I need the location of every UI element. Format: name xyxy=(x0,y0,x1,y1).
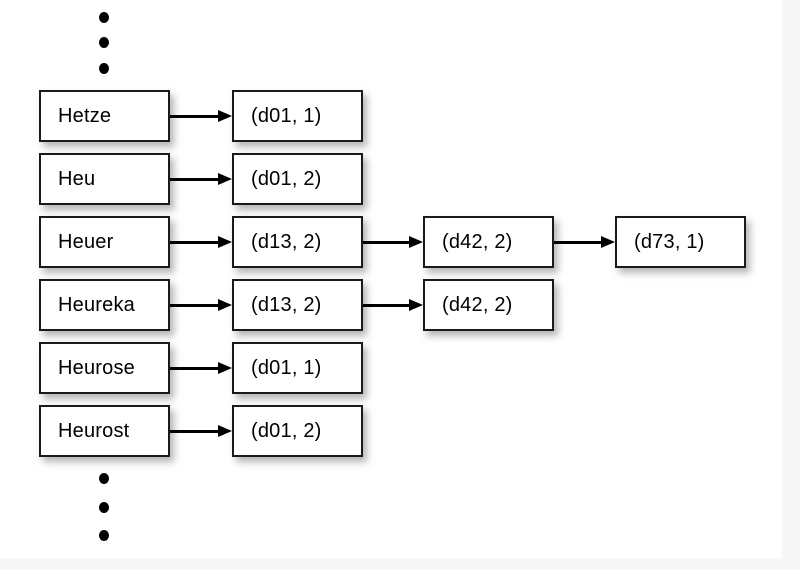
posting-node-1-0: (d01, 2) xyxy=(232,153,363,205)
posting-node-3-0-label: (d13, 2) xyxy=(251,293,322,316)
edge-2-1 xyxy=(363,235,423,249)
arrow-head-icon xyxy=(218,298,232,311)
posting-node-2-0-label: (d13, 2) xyxy=(251,230,322,253)
posting-node-5-0-label: (d01, 2) xyxy=(251,419,322,442)
arrow-shaft xyxy=(363,303,410,307)
term-node-5-label: Heurost xyxy=(58,419,130,442)
edge-3-0 xyxy=(170,298,232,312)
term-node-3: Heureka xyxy=(39,279,170,331)
arrow-shaft xyxy=(363,240,410,244)
edge-3-1 xyxy=(363,298,423,312)
arrow-shaft xyxy=(170,303,219,307)
term-node-1: Heu xyxy=(39,153,170,205)
arrow-head-icon xyxy=(218,109,232,122)
term-node-2-label: Heuer xyxy=(58,230,114,253)
term-node-4: Heurose xyxy=(39,342,170,394)
arrow-head-icon xyxy=(409,235,423,248)
vertical-ellipsis-top-dot-2 xyxy=(99,63,109,74)
arrow-shaft xyxy=(170,114,219,118)
arrow-head-icon xyxy=(218,424,232,437)
vertical-ellipsis-top-dot-0 xyxy=(99,12,109,23)
edge-2-0 xyxy=(170,235,232,249)
posting-node-1-0-label: (d01, 2) xyxy=(251,167,322,190)
term-node-0-label: Hetze xyxy=(58,104,112,127)
arrow-head-icon xyxy=(218,172,232,185)
arrow-shaft xyxy=(170,429,219,433)
posting-node-2-2: (d73, 1) xyxy=(615,216,746,268)
arrow-shaft xyxy=(170,177,219,181)
posting-node-3-1-label: (d42, 2) xyxy=(442,293,513,316)
edge-2-2 xyxy=(554,235,615,249)
edge-5-0 xyxy=(170,424,232,438)
posting-node-0-0-label: (d01, 1) xyxy=(251,104,322,127)
term-node-2: Heuer xyxy=(39,216,170,268)
vertical-ellipsis-top-dot-1 xyxy=(99,37,109,48)
term-node-5: Heurost xyxy=(39,405,170,457)
vertical-ellipsis-bottom-dot-0 xyxy=(99,473,109,484)
edge-1-0 xyxy=(170,172,232,186)
term-node-0: Hetze xyxy=(39,90,170,142)
posting-node-4-0: (d01, 1) xyxy=(232,342,363,394)
term-node-4-label: Heurose xyxy=(58,356,135,379)
vertical-ellipsis-bottom-dot-1 xyxy=(99,502,109,513)
edge-4-0 xyxy=(170,361,232,375)
posting-node-2-0: (d13, 2) xyxy=(232,216,363,268)
posting-node-5-0: (d01, 2) xyxy=(232,405,363,457)
posting-node-2-1: (d42, 2) xyxy=(423,216,554,268)
arrow-shaft xyxy=(170,240,219,244)
arrow-head-icon xyxy=(218,235,232,248)
arrow-head-icon xyxy=(409,298,423,311)
vertical-ellipsis-bottom-dot-2 xyxy=(99,530,109,541)
posting-node-3-1: (d42, 2) xyxy=(423,279,554,331)
arrow-shaft xyxy=(170,366,219,370)
posting-node-2-2-label: (d73, 1) xyxy=(634,230,705,253)
arrow-head-icon xyxy=(218,361,232,374)
arrow-shaft xyxy=(554,240,602,244)
posting-node-3-0: (d13, 2) xyxy=(232,279,363,331)
posting-node-0-0: (d01, 1) xyxy=(232,90,363,142)
arrow-head-icon xyxy=(601,235,615,248)
term-node-3-label: Heureka xyxy=(58,293,135,316)
posting-node-4-0-label: (d01, 1) xyxy=(251,356,322,379)
term-node-1-label: Heu xyxy=(58,167,96,190)
posting-node-2-1-label: (d42, 2) xyxy=(442,230,513,253)
edge-0-0 xyxy=(170,109,232,123)
